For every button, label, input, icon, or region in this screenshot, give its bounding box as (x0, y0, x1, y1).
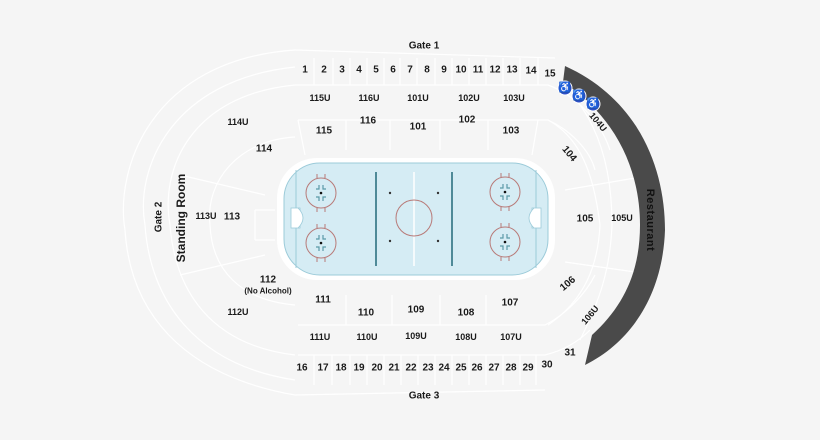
standing-room-label[interactable]: Standing Room (174, 173, 188, 263)
center-circle (395, 199, 433, 237)
section-28[interactable]: 28 (505, 362, 517, 374)
section-13[interactable]: 13 (506, 64, 518, 76)
section-27[interactable]: 27 (488, 362, 500, 374)
section-26[interactable]: 26 (471, 362, 483, 374)
section-31[interactable]: 31 (564, 347, 576, 359)
gate-1-label: Gate 1 (408, 40, 440, 52)
section-115[interactable]: 115 (315, 125, 333, 137)
section-23[interactable]: 23 (422, 362, 434, 374)
gate-3-label: Gate 3 (408, 390, 440, 402)
section-outlines (122, 49, 636, 396)
section-102U[interactable]: 102U (458, 93, 480, 103)
wheelchair-icon: ♿ (585, 96, 601, 112)
section-24[interactable]: 24 (438, 362, 450, 374)
ice-surface (283, 162, 549, 276)
section-114[interactable]: 114 (255, 143, 273, 155)
section-25[interactable]: 25 (455, 362, 467, 374)
section-105U[interactable]: 105U (611, 213, 633, 223)
section-4[interactable]: 4 (356, 64, 362, 76)
section-11[interactable]: 11 (472, 64, 484, 76)
section-2[interactable]: 2 (321, 64, 327, 76)
section-103[interactable]: 103 (502, 125, 520, 137)
section-102[interactable]: 102 (458, 114, 476, 126)
section-111U[interactable]: 111U (309, 332, 331, 342)
section-19[interactable]: 19 (353, 362, 365, 374)
section-112[interactable]: 112 (259, 274, 277, 286)
faceoff-markers (316, 184, 510, 251)
section-111[interactable]: 111 (315, 294, 331, 306)
section-110U[interactable]: 110U (356, 332, 378, 342)
section-10[interactable]: 10 (455, 64, 467, 76)
section-112U[interactable]: 112U (227, 307, 249, 317)
section-110[interactable]: 110 (357, 307, 375, 319)
section-107[interactable]: 107 (501, 297, 519, 309)
section-115U[interactable]: 115U (309, 93, 331, 103)
section-108[interactable]: 108 (457, 307, 475, 319)
section-116[interactable]: 116 (359, 115, 377, 127)
section-113U[interactable]: 113U (195, 211, 217, 221)
gate-2-label: Gate 2 (153, 201, 165, 233)
section-7[interactable]: 7 (407, 64, 413, 76)
wheelchair-icon: ♿ (557, 80, 573, 96)
section-14[interactable]: 14 (525, 65, 537, 77)
section-109[interactable]: 109 (407, 304, 425, 316)
restaurant-label[interactable]: Restaurant (644, 188, 656, 252)
section-12[interactable]: 12 (489, 64, 501, 76)
section-101[interactable]: 101 (409, 121, 427, 133)
section-103U[interactable]: 103U (503, 93, 525, 103)
section-21[interactable]: 21 (388, 362, 400, 374)
section-16[interactable]: 16 (296, 362, 308, 374)
section-9[interactable]: 9 (441, 64, 447, 76)
section-29[interactable]: 29 (522, 362, 534, 374)
section-5[interactable]: 5 (373, 64, 379, 76)
section-1[interactable]: 1 (302, 64, 308, 76)
section-114U[interactable]: 114U (227, 117, 249, 127)
section-15[interactable]: 15 (544, 68, 556, 80)
section-109U[interactable]: 109U (405, 331, 427, 341)
section-113[interactable]: 113 (223, 211, 241, 223)
section-17[interactable]: 17 (317, 362, 329, 374)
section-107U[interactable]: 107U (500, 332, 522, 342)
section-22[interactable]: 22 (405, 362, 417, 374)
section-6[interactable]: 6 (390, 64, 396, 76)
section-20[interactable]: 20 (371, 362, 383, 374)
section-105[interactable]: 105 (576, 213, 594, 225)
restaurant-area (563, 66, 665, 365)
section-108U[interactable]: 108U (455, 332, 477, 342)
section-116U[interactable]: 116U (358, 93, 380, 103)
section-18[interactable]: 18 (335, 362, 347, 374)
wheelchair-icon: ♿ (571, 88, 587, 104)
section-3[interactable]: 3 (339, 64, 345, 76)
faceoff-circles (305, 173, 521, 262)
section-8[interactable]: 8 (424, 64, 430, 76)
section-30[interactable]: 30 (541, 359, 553, 371)
section-101U[interactable]: 101U (407, 93, 429, 103)
no-alcohol-note: (No Alcohol) (244, 286, 292, 296)
